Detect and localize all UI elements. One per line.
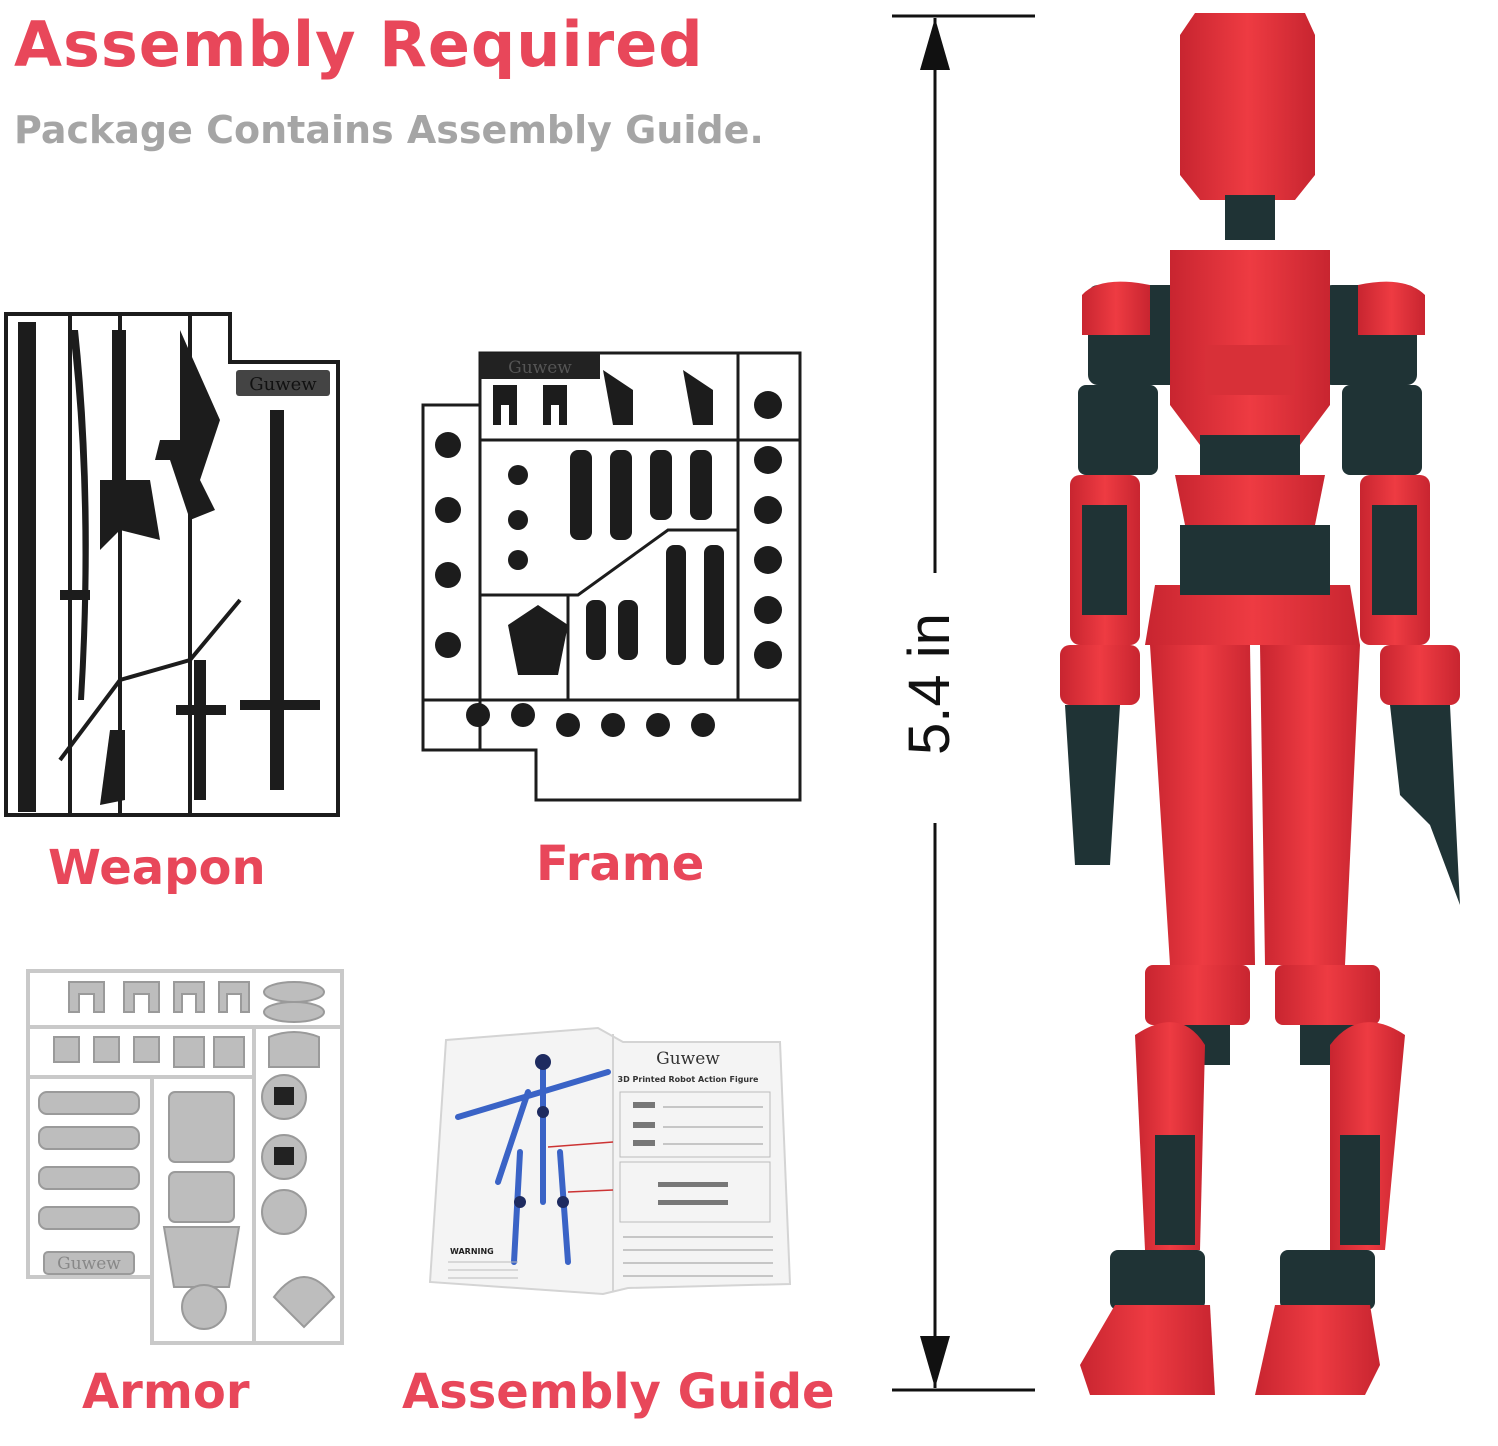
kit-brand-mark: Guwew: [57, 1254, 121, 1274]
caption-armor: Armor: [82, 1364, 250, 1420]
caption-frame: Frame: [536, 836, 705, 892]
page-subtitle: Package Contains Assembly Guide.: [14, 108, 764, 152]
armor-sprue-image: Guwew: [26, 969, 344, 1345]
kit-brand-mark: Guwew: [249, 374, 317, 395]
frame-sprue-image: Guwew: [421, 351, 802, 802]
action-figure-image: [1060, 13, 1460, 1395]
assembly-guide-sheet-image: Guwew 3D Printed Robot Action Figure WAR…: [428, 1026, 792, 1296]
arrow-down-icon: [920, 1336, 950, 1388]
height-dimension-line: [892, 14, 1035, 1392]
weapon-sprue-image: Guwew: [4, 312, 340, 817]
guide-brand: Guwew: [656, 1049, 720, 1069]
arrow-up-icon: [920, 18, 950, 70]
page-title: Assembly Required: [14, 8, 704, 81]
caption-assembly-guide: Assembly Guide: [402, 1364, 835, 1420]
kit-brand-mark: Guwew: [508, 358, 572, 378]
guide-title: 3D Printed Robot Action Figure: [618, 1075, 760, 1084]
height-label: 5.4 in: [897, 613, 962, 755]
guide-warning: WARNING: [450, 1247, 494, 1256]
caption-weapon: Weapon: [48, 840, 266, 896]
